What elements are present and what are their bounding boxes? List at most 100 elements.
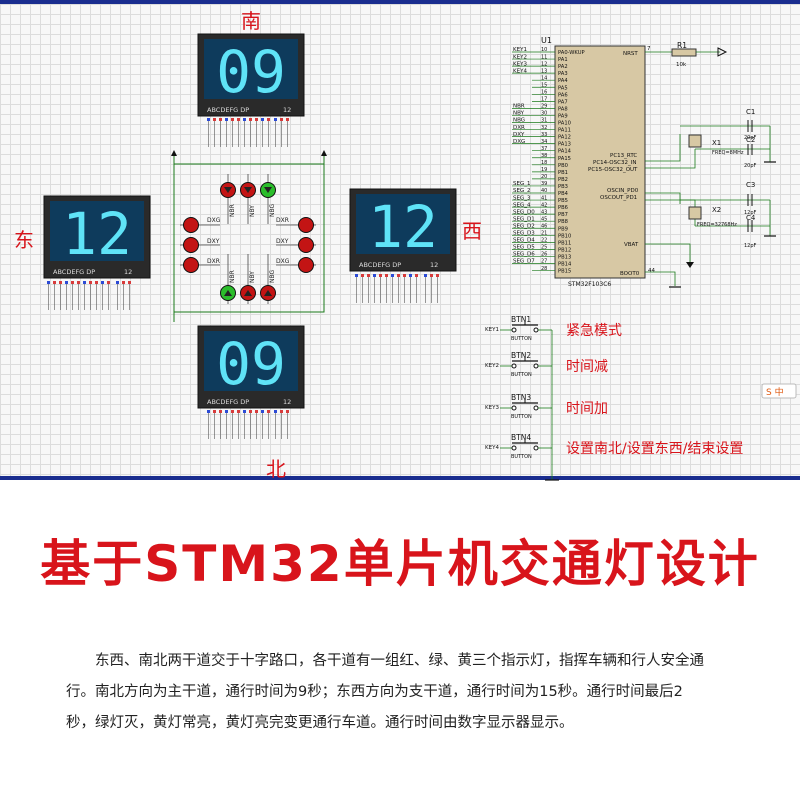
label-nbr-top: NBR [229,204,236,217]
mcu-pin-number: 17 [541,97,547,103]
net-label: SEG_D4 [513,238,535,244]
led-group-west [276,217,316,273]
c2-value: 20pF [744,163,757,169]
label-north: 北 [266,457,286,481]
label-south: 南 [241,9,261,33]
pin-pc13: PC13_RTC [610,153,637,159]
display-north: 09 ABCDEFG DP 12 [197,325,305,409]
pin-stub [95,281,98,284]
pin-stub [424,274,427,277]
mcu-pin-name: PA9 [558,113,568,119]
display-north-seg-label: ABCDEFG DP [207,398,249,406]
mcu-pin-number: 34 [541,139,547,145]
r1-value: 10k [676,62,687,68]
mcu-pin-name: PA4 [558,78,568,84]
net-label: SEG_D7 [513,259,535,265]
mcu-pin-name: PB10 [558,233,571,239]
net-label: SEG_D1 [513,216,535,222]
label-nbg-bot: NBG [269,270,276,283]
mcu-pin-number: 22 [541,238,547,244]
mcu-pin-name: PB1 [558,170,568,176]
label-dxr-left: DXR [207,258,220,265]
mcu-pin-number: 30 [541,111,547,117]
led-group-south [220,254,276,304]
mcu-pin-name: PB15 [558,269,571,275]
net-label: DXG [513,139,525,145]
x2-ref: X2 [712,206,721,214]
mcu-pin-name: PB5 [558,198,568,204]
display-west: 12 ABCDEFG DP 12 [349,188,457,272]
pin-boot0: BOOT0 [620,271,640,277]
pin-stub [71,281,74,284]
mcu-pin-number: 46 [541,223,547,229]
mcu-pin-name: PB0 [558,163,568,169]
pin-stub [207,410,210,413]
display-south-seg-label: ABCDEFG DP [207,106,249,114]
pin-stub [267,410,270,413]
mcu-pin-number: 43 [541,209,547,215]
pin-stub [286,118,289,121]
ground-icon [686,262,694,268]
label-west: 西 [462,219,482,243]
pin-stub [231,118,234,121]
led-group-north [220,174,276,224]
pin-stub [243,118,246,121]
pin-stub [261,118,264,121]
net-label: SEG_D2 [513,223,535,229]
pin-stub [355,274,358,277]
schematic-canvas: DXG DXY DXR DXR DXY DXG NBR NBY NBG NBR … [0,0,800,481]
x1-freq: FREQ=8MHz [712,150,744,156]
net-label: DXR [513,125,525,131]
pin-stub [361,274,364,277]
mcu-pin-name: PB14 [558,262,572,268]
pin-stub [116,281,119,284]
power-arrow-icon [171,150,177,156]
pin-pc15: PC15-OSC32_OUT [588,167,638,173]
pin-nrst: NRST [623,51,638,57]
label-dxy-right: DXY [276,238,289,245]
mcu-pin-name: PA14 [558,149,572,155]
pin-stub [225,410,228,413]
pin-stub [225,118,228,121]
pin-pd1: OSCOUT_PD1 [600,195,637,201]
button-net: KEY4 [485,445,499,451]
display-south-digits: 09 [216,38,286,106]
pin-stub [53,281,56,284]
pin-stub [274,118,277,121]
button-description: 时间减 [566,359,608,375]
pin-stub [128,281,131,284]
ime-badge[interactable]: S 中 [761,383,797,399]
pin-stub [397,274,400,277]
mcu-pin-name: PA11 [558,128,571,134]
button-net: KEY1 [485,327,499,333]
c1-ref: C1 [746,108,755,116]
pin-stub [83,281,86,284]
crystal-x2: X2 FREQ=32768Hz [688,206,737,228]
mcu-pin-name: PB2 [558,177,568,183]
pin-boot0-num: 44 [648,268,655,274]
mcu-pin-number: 14 [541,75,547,81]
button-type: BUTTON [511,454,532,460]
c2-ref: C2 [746,136,755,144]
net-label: DXY [513,132,525,138]
button-type: BUTTON [511,414,532,420]
mcu-pin-number: 29 [541,104,547,110]
pin-stub [403,274,406,277]
c3-value: 12pF [744,210,757,216]
pin-pc14: PC14-OSC32_IN [593,160,636,166]
net-label: KEY1 [513,47,527,53]
button-ref: BTN1 [511,315,531,324]
r1-ref: R1 [677,41,687,50]
pin-stub [267,118,270,121]
display-south: 09 ABCDEFG DP 12 [197,33,305,117]
label-nbr-bot: NBR [229,270,236,283]
mcu-pin-name: PA13 [558,142,571,148]
mcu-pin-name: PB8 [558,219,568,225]
mcu-pin-number: 27 [541,259,547,265]
red-led-icon [298,257,314,273]
